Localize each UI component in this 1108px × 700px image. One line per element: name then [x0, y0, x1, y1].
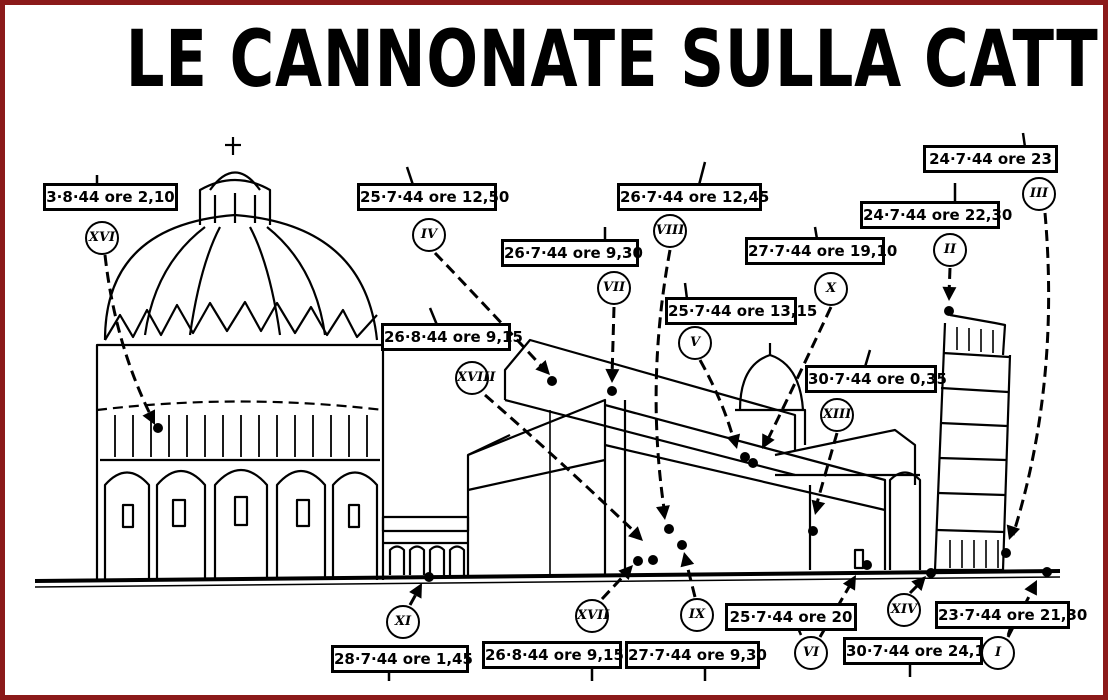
trajectory-6: [698, 359, 737, 446]
hit-date-label: 27·7·44 ore 9,30: [625, 641, 767, 669]
arrowhead-11: [409, 583, 422, 599]
leader-line-7: [428, 307, 439, 326]
hit-date-label: 25·7·44 ore 12,50: [357, 183, 509, 211]
impact-point-5: [748, 458, 758, 468]
hit-numeral: IV: [412, 218, 446, 252]
trajectory-4: [610, 306, 616, 378]
hit-numeral: VI: [794, 636, 828, 670]
arrowhead-9: [1006, 524, 1021, 540]
hit-numeral: XIII: [820, 398, 854, 432]
leader-line-9: [1021, 132, 1027, 148]
trajectory-15: [908, 578, 925, 595]
impact-point-3: [664, 524, 674, 534]
impact-point-16: [1042, 567, 1052, 577]
hit-numeral: II: [933, 233, 967, 267]
arrowheads: [142, 286, 1037, 599]
hit-date-label: 23·7·44 ore 21,30: [935, 601, 1087, 629]
impact-point-2: [547, 376, 557, 386]
colonnade-drawing: [381, 515, 470, 575]
ground-line: [34, 569, 1061, 588]
hit-numeral: XI: [386, 605, 420, 639]
tower-drawing: [933, 313, 1012, 572]
hit-numeral: XIV: [887, 593, 921, 627]
trajectory-2: [433, 251, 547, 372]
arrowhead-13: [680, 552, 695, 568]
arrowhead-10: [942, 286, 957, 301]
leader-line-3: [697, 161, 707, 186]
hit-numeral: I: [981, 636, 1015, 670]
hit-numeral: IX: [680, 598, 714, 632]
cathedral-diagram: [34, 132, 1061, 681]
arrowhead-12: [618, 565, 633, 581]
trajectory-3: [654, 249, 672, 516]
hit-date-label: 27·7·44 ore 19,10: [745, 237, 897, 265]
arrowhead-6: [726, 433, 741, 449]
hit-numeral: XVIII: [455, 361, 495, 395]
hit-numeral: X: [814, 272, 848, 306]
arrowhead-3: [656, 505, 670, 520]
trajectory-1: [103, 254, 155, 421]
hit-numeral: XVII: [575, 599, 609, 633]
impact-point-8: [808, 526, 818, 536]
hit-numeral: III: [1022, 177, 1056, 211]
impact-point-13: [677, 540, 687, 550]
hit-numeral: VIII: [653, 214, 687, 248]
hit-date-label: 30·7·44 ore 0,35: [805, 365, 947, 393]
arrowhead-8: [811, 499, 826, 515]
leader-line-2: [405, 166, 415, 186]
hit-numeral: VII: [597, 271, 631, 305]
arrowhead-15: [911, 576, 926, 591]
arrowhead-5: [762, 433, 775, 449]
trajectory-9: [1011, 212, 1051, 536]
arrowhead-2: [535, 359, 550, 375]
impact-points: [153, 306, 1052, 582]
hit-date-label: 25·7·44 ore 20: [725, 603, 857, 631]
hit-date-label: 3·8·44 ore 2,10: [43, 183, 178, 211]
hit-date-label: 24·7·44 ore 22,30: [860, 201, 1012, 229]
hit-date-label: 24·7·44 ore 23: [923, 145, 1058, 173]
impact-point-15: [926, 568, 936, 578]
impact-point-14: [862, 560, 872, 570]
impact-point-4: [607, 386, 617, 396]
trajectory-7: [484, 393, 642, 539]
hit-date-label: 26·7·44 ore 12,45: [617, 183, 769, 211]
hit-date-label: 26·8·44 ore 9,15: [381, 323, 523, 351]
leader-line-6: [683, 282, 689, 300]
leader-line-8: [863, 349, 872, 368]
hit-numeral: V: [678, 326, 712, 360]
hit-date-label: 28·7·44 ore 1,45: [331, 645, 473, 673]
impact-point-10: [944, 306, 954, 316]
impact-point-7: [648, 555, 658, 565]
hit-numeral: XVI: [85, 221, 119, 255]
impact-point-12: [633, 556, 643, 566]
hit-date-label: 26·7·44 ore 9,30: [501, 239, 643, 267]
hit-date-label: 25·7·44 ore 13,15: [665, 297, 817, 325]
impact-point-1: [153, 423, 163, 433]
arrowhead-7: [628, 526, 643, 541]
arrowhead-16: [1024, 580, 1037, 596]
page-title: LE CANNONATE SULLA CATTEDRALE: [125, 15, 1103, 105]
arrowhead-4: [605, 368, 620, 383]
arrowhead-14: [842, 575, 856, 591]
impact-point-11: [424, 572, 434, 582]
baptistery-drawing: [95, 137, 385, 580]
hit-date-label: 26·8·44 ore 9,15: [482, 641, 624, 669]
hit-date-label: 30·7·44 ore 24,15: [843, 637, 995, 665]
trajectory-5: [763, 306, 833, 446]
impact-point-9: [1001, 548, 1011, 558]
arrowhead-1: [142, 409, 155, 425]
impact-point-6: [740, 452, 750, 462]
